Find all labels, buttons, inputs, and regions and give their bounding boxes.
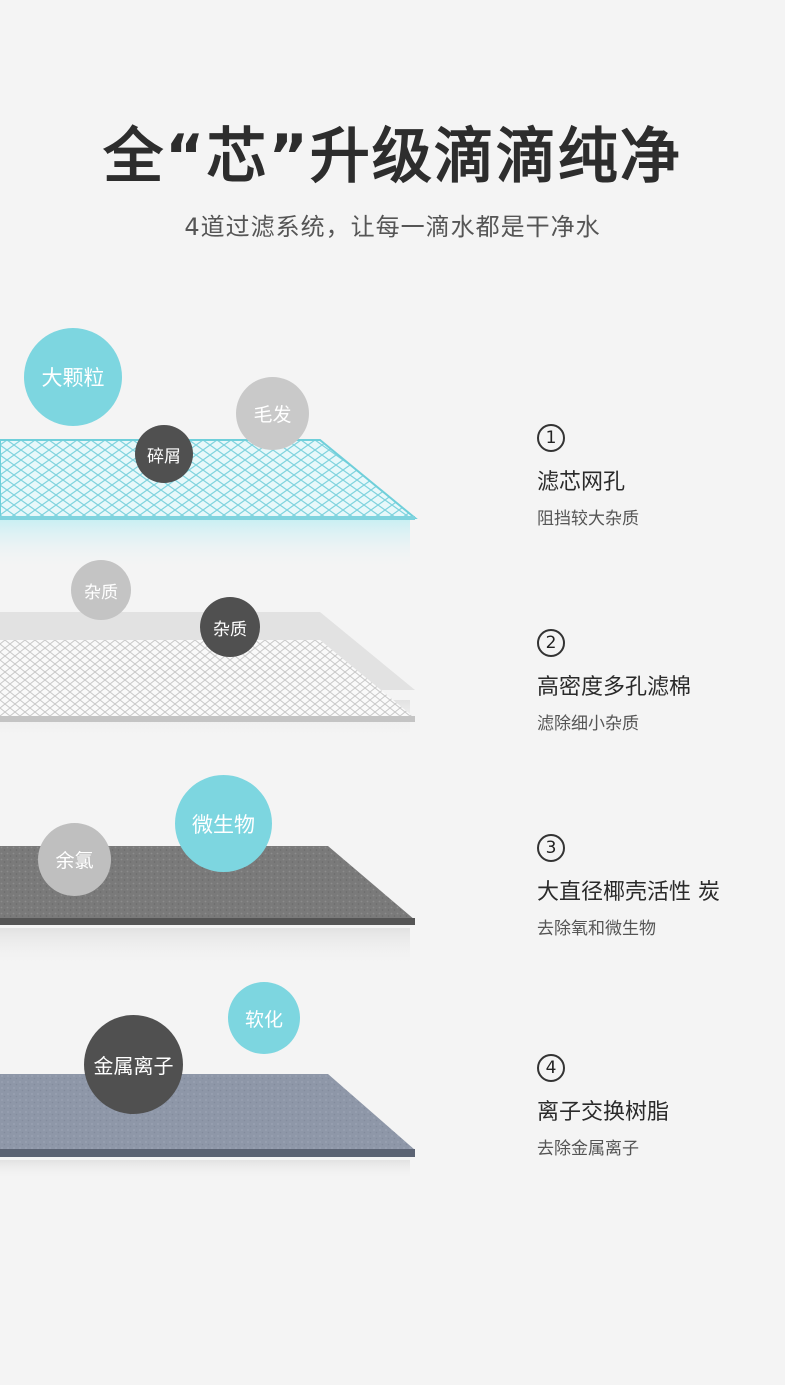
layer-3-carbon <box>0 846 415 968</box>
layer-2-info: 2 高密度多孔滤棉 滤除细小杂质 <box>537 629 777 734</box>
bubble-residual-chlorine: 余氯 <box>38 823 111 896</box>
bubble-debris: 碎屑 <box>135 425 193 483</box>
layer-4-info: 4 离子交换树脂 去除金属离子 <box>537 1054 777 1159</box>
layer-1-info: 1 滤芯网孔 阻挡较大杂质 <box>537 424 777 529</box>
filter-layers-illustration <box>0 439 418 1180</box>
layer-description: 去除金属离子 <box>537 1139 639 1159</box>
bubble-impurity-light: 杂质 <box>71 560 131 620</box>
layer-name: 滤芯网孔 <box>537 470 626 495</box>
step-number-badge: 4 <box>537 1054 565 1082</box>
step-number-badge: 2 <box>537 629 565 657</box>
layer-name: 高密度多孔滤棉 <box>537 675 692 700</box>
bubble-softening: 软化 <box>228 982 300 1054</box>
page-title: 全“芯”升级滴滴纯净 <box>103 122 682 192</box>
layer-description: 滤除细小杂质 <box>537 714 639 734</box>
bubble-metal-ions: 金属离子 <box>84 1015 183 1114</box>
layer-description: 阻挡较大杂质 <box>537 509 639 529</box>
page-subtitle: 4道过滤系统，让每一滴水都是干净水 <box>184 213 601 241</box>
bubble-large-particle: 大颗粒 <box>24 328 122 426</box>
layer-name: 离子交换树脂 <box>537 1100 670 1125</box>
bubble-impurity-dark: 杂质 <box>200 597 260 657</box>
step-number-badge: 3 <box>537 834 565 862</box>
bubble-hair: 毛发 <box>236 377 309 450</box>
layer-1-mesh <box>0 439 418 570</box>
bubble-microorganism: 微生物 <box>175 775 272 872</box>
layer-description: 去除氧和微生物 <box>537 919 656 939</box>
layer-name: 大直径椰壳活性 炭 <box>537 880 720 905</box>
layer-2-cotton <box>0 612 415 740</box>
layer-3-info: 3 大直径椰壳活性 炭 去除氧和微生物 <box>537 834 777 939</box>
layer-4-resin <box>0 1074 415 1180</box>
step-number-badge: 1 <box>537 424 565 452</box>
